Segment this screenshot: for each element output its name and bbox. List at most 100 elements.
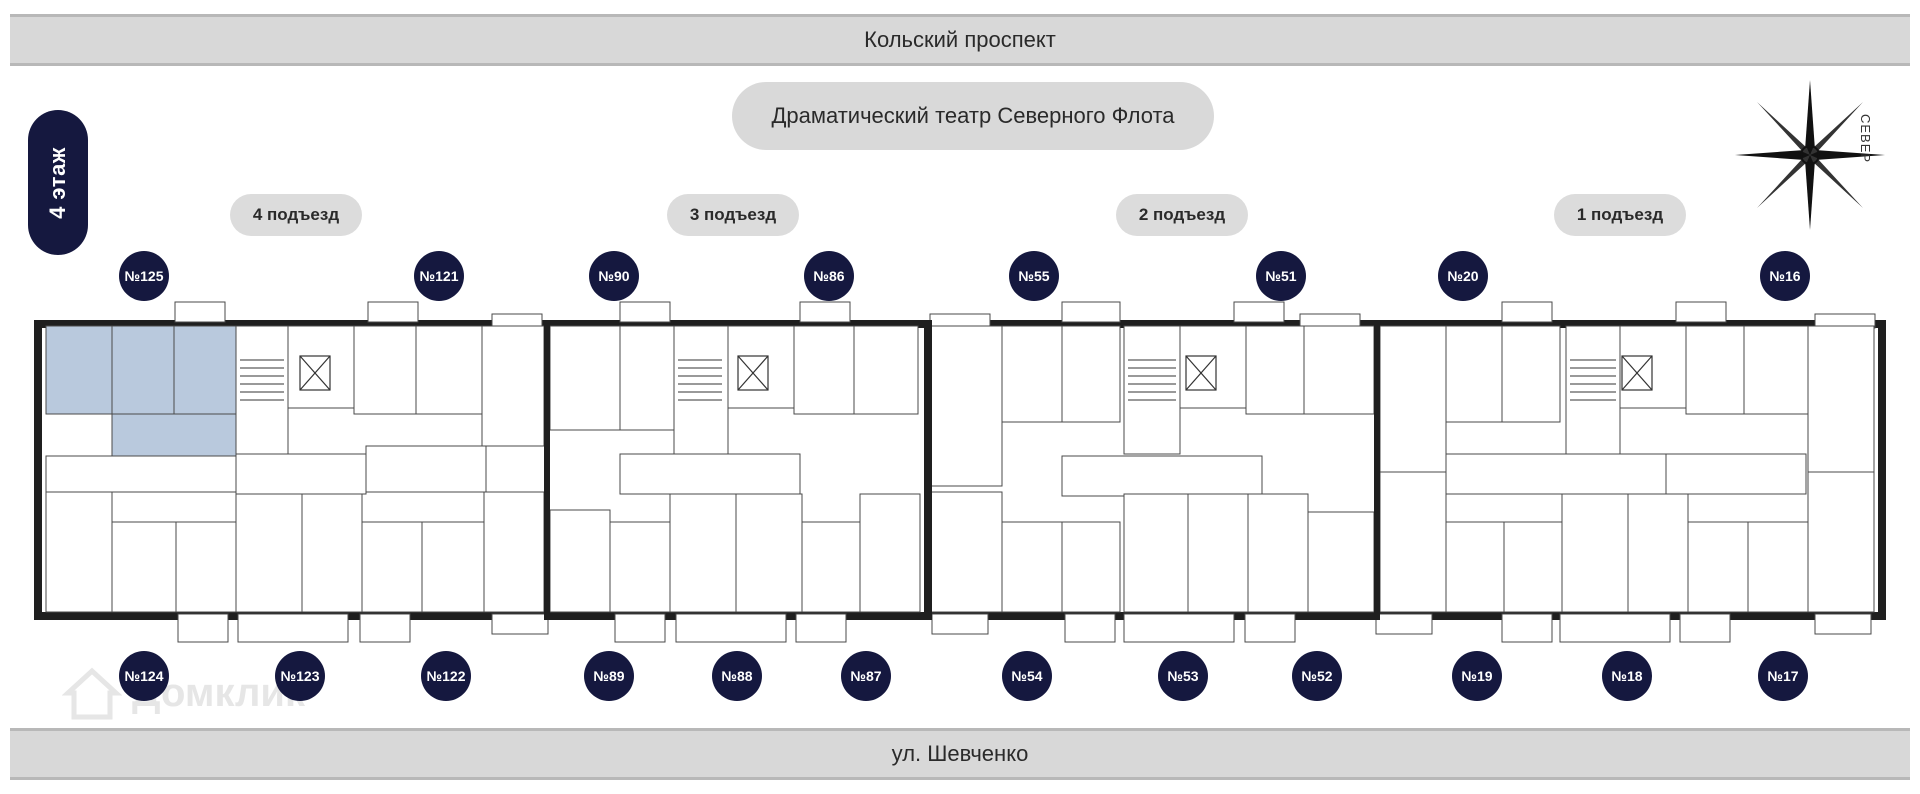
corridor <box>619 453 801 495</box>
corridor <box>235 453 367 495</box>
balcony <box>614 613 666 643</box>
room <box>1379 471 1447 613</box>
room <box>111 521 177 613</box>
room <box>1743 325 1809 415</box>
room <box>175 521 237 613</box>
apartment-86-badge[interactable]: №86 <box>804 251 854 301</box>
room <box>1001 521 1063 613</box>
apartment-54-badge[interactable]: №54 <box>1002 651 1052 701</box>
street-top-bar: Кольский проспект <box>10 14 1910 66</box>
apartment-90-badge[interactable]: №90 <box>589 251 639 301</box>
street-bottom-label: ул. Шевченко <box>891 741 1029 766</box>
room <box>1687 521 1749 613</box>
room <box>1061 521 1121 613</box>
room <box>1445 325 1503 423</box>
balcony <box>1061 301 1121 323</box>
elevator-room <box>287 325 355 409</box>
room <box>1247 493 1309 613</box>
corridor <box>1445 453 1667 495</box>
watermark: Домклик <box>62 665 305 721</box>
elevator-room <box>1179 325 1247 409</box>
room <box>609 521 671 613</box>
room <box>1503 521 1563 613</box>
stairwell <box>235 325 289 455</box>
apartment-124-badge[interactable]: №124 <box>119 651 169 701</box>
room <box>361 521 423 613</box>
apartment-89-badge[interactable]: №89 <box>584 651 634 701</box>
apartment-121-badge[interactable]: №121 <box>414 251 464 301</box>
apartment-19-badge[interactable]: №19 <box>1452 651 1502 701</box>
apartment-125-corridor <box>111 413 237 457</box>
stairwell <box>1123 325 1181 455</box>
balcony <box>177 613 229 643</box>
balcony <box>675 613 787 643</box>
room <box>669 493 737 613</box>
apartment-52-badge[interactable]: №52 <box>1292 651 1342 701</box>
apartment-18-badge[interactable]: №18 <box>1602 651 1652 701</box>
room <box>483 491 545 613</box>
corridor <box>365 445 487 493</box>
room <box>1187 493 1249 613</box>
room <box>1061 325 1121 423</box>
apartment-51-badge[interactable]: №51 <box>1256 251 1306 301</box>
compass-rose-icon <box>1735 80 1885 230</box>
apartment-53-badge[interactable]: №53 <box>1158 651 1208 701</box>
apartment-17-badge[interactable]: №17 <box>1758 651 1808 701</box>
room <box>929 491 1003 613</box>
room <box>1627 493 1689 613</box>
balcony <box>1501 301 1553 323</box>
room <box>235 493 303 613</box>
room <box>1303 325 1375 415</box>
room <box>415 325 483 415</box>
balcony <box>1814 613 1872 635</box>
entrance-1-pill[interactable]: 1 подъезд <box>1554 194 1686 236</box>
entrance-4-pill[interactable]: 4 подъезд <box>230 194 362 236</box>
house-logo-icon <box>62 667 122 720</box>
room <box>1747 521 1809 613</box>
balcony <box>1501 613 1553 643</box>
room <box>549 325 621 431</box>
balcony <box>799 301 851 323</box>
balcony <box>1675 301 1727 323</box>
balcony <box>367 301 419 323</box>
room <box>853 325 919 415</box>
room <box>735 493 803 613</box>
room <box>1445 521 1505 613</box>
room <box>929 325 1003 487</box>
apartment-87-badge[interactable]: №87 <box>841 651 891 701</box>
elevator-room <box>1619 325 1687 409</box>
street-top-label: Кольский проспект <box>864 27 1056 52</box>
room <box>45 491 113 613</box>
room <box>801 521 861 613</box>
apartment-55-badge[interactable]: №55 <box>1009 251 1059 301</box>
room <box>353 325 417 415</box>
apartment-125-badge[interactable]: №125 <box>119 251 169 301</box>
entrance-2-pill[interactable]: 2 подъезд <box>1116 194 1248 236</box>
apartment-123-badge[interactable]: №123 <box>275 651 325 701</box>
balcony <box>1559 613 1671 643</box>
balcony <box>359 613 411 643</box>
apartment-16-badge[interactable]: №16 <box>1760 251 1810 301</box>
landmark-label: Драматический театр Северного Флота <box>732 82 1214 150</box>
room <box>1501 325 1561 423</box>
corridor <box>45 455 237 493</box>
apartment-122-badge[interactable]: №122 <box>421 651 471 701</box>
balcony <box>491 613 549 635</box>
apartment-20-badge[interactable]: №20 <box>1438 251 1488 301</box>
balcony <box>237 613 349 643</box>
balcony <box>619 301 671 323</box>
entrance-3-pill[interactable]: 3 подъезд <box>667 194 799 236</box>
room <box>793 325 855 415</box>
apartment-88-badge[interactable]: №88 <box>712 651 762 701</box>
room <box>549 509 611 613</box>
room <box>1245 325 1305 415</box>
room <box>301 493 363 613</box>
balcony <box>1244 613 1296 643</box>
room <box>1307 511 1375 613</box>
compass-north-label: СЕВЕР <box>1858 114 1873 164</box>
floor-badge: 4 этаж <box>28 110 88 255</box>
room <box>1001 325 1063 423</box>
street-bottom-bar: ул. Шевченко <box>10 728 1910 780</box>
room <box>1807 471 1875 613</box>
room <box>1379 325 1447 473</box>
